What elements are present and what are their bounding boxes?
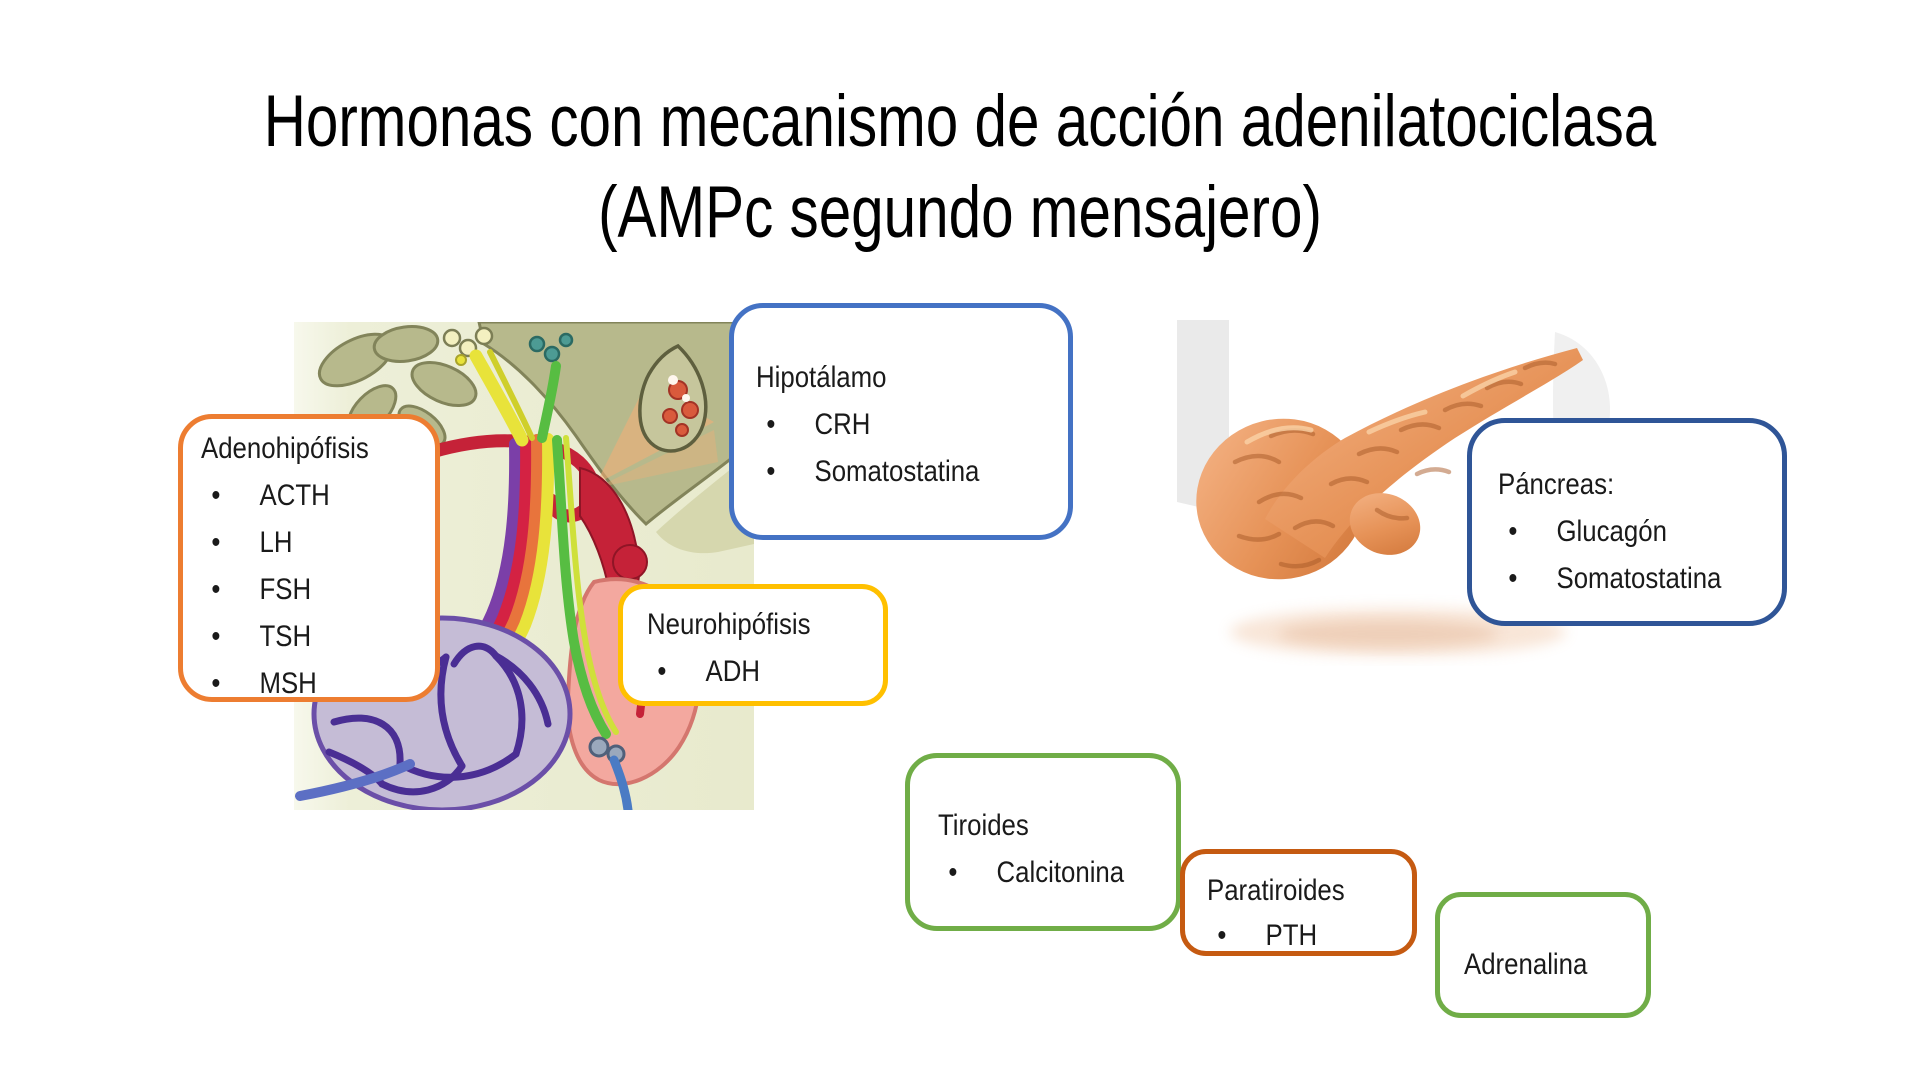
list-item: • Glucagón [1498, 508, 1781, 555]
bullet-icon: • [1508, 515, 1518, 548]
list-item: • Somatostatina [1498, 555, 1781, 602]
list-item: • PTH [1207, 913, 1412, 958]
list-item: • ACTH [201, 472, 434, 519]
box-content: Adrenalina [1464, 941, 1646, 988]
box-title: Páncreas: [1498, 468, 1615, 501]
box-title: Paratiroides [1207, 874, 1345, 907]
list-item: • ADH [647, 648, 882, 695]
item-text: FSH [259, 573, 312, 606]
bullet-icon: • [1508, 562, 1518, 595]
box-hipotalamo: Hipotálamo • CRH • Somatostatina [729, 303, 1073, 540]
box-title: Neurohipófisis [647, 608, 811, 641]
box-content: Hipotálamo • CRH • Somatostatina [756, 354, 1067, 495]
hypothalamus-pituitary-illustration [294, 322, 754, 810]
box-title: Adenohipófisis [201, 432, 369, 465]
box-title: Adrenalina [1464, 948, 1588, 981]
box-adenohipofisis: Adenohipófisis • ACTH • LH • FSH • TSH •… [178, 414, 440, 702]
bullet-icon: • [1217, 919, 1227, 952]
box-tiroides: Tiroides • Calcitonina [905, 753, 1181, 931]
list-item: • MSH [201, 660, 434, 707]
box-title: Hipotálamo [756, 361, 887, 394]
list-item: • Somatostatina [756, 448, 1067, 495]
box-neurohipofisis: Neurohipófisis • ADH [618, 584, 888, 706]
title-line-1: Hormonas con mecanismo de acción adenila… [263, 81, 1657, 162]
box-content: Tiroides • Calcitonina [938, 802, 1175, 896]
item-text: TSH [259, 620, 312, 653]
list-item: • FSH [201, 566, 434, 613]
item-text: CRH [814, 408, 871, 441]
bullet-icon: • [211, 479, 221, 512]
box-content: Paratiroides • PTH [1207, 868, 1412, 958]
item-text: MSH [259, 667, 317, 700]
item-text: Somatostatina [1556, 562, 1722, 595]
box-adrenalina: Adrenalina [1435, 892, 1651, 1018]
bullet-icon: • [657, 655, 667, 688]
box-content: Neurohipófisis • ADH [647, 601, 882, 695]
list-item: • LH [201, 519, 434, 566]
box-paratiroides: Paratiroides • PTH [1180, 849, 1417, 956]
box-pancreas: Páncreas: • Glucagón • Somatostatina [1467, 418, 1787, 626]
item-text: Somatostatina [814, 455, 980, 488]
item-text: ACTH [259, 479, 330, 512]
bullet-icon: • [766, 408, 776, 441]
list-item: • CRH [756, 401, 1067, 448]
bullet-icon: • [211, 667, 221, 700]
slide-title: Hormonas con mecanismo de acción adenila… [0, 76, 1920, 258]
bullet-icon: • [948, 856, 958, 889]
title-line-2: (AMPc segundo mensajero) [598, 172, 1322, 253]
bullet-icon: • [211, 620, 221, 653]
item-text: Calcitonina [996, 856, 1125, 889]
item-text: PTH [1265, 919, 1318, 952]
box-content: Páncreas: • Glucagón • Somatostatina [1498, 461, 1781, 602]
item-text: ADH [705, 655, 760, 688]
bullet-icon: • [211, 573, 221, 606]
bullet-icon: • [766, 455, 776, 488]
item-text: LH [259, 526, 293, 559]
box-content: Adenohipófisis • ACTH • LH • FSH • TSH •… [201, 425, 434, 707]
box-title: Tiroides [938, 809, 1029, 842]
item-text: Glucagón [1556, 515, 1667, 548]
bullet-icon: • [211, 526, 221, 559]
list-item: • TSH [201, 613, 434, 660]
list-item: • Calcitonina [938, 849, 1175, 896]
